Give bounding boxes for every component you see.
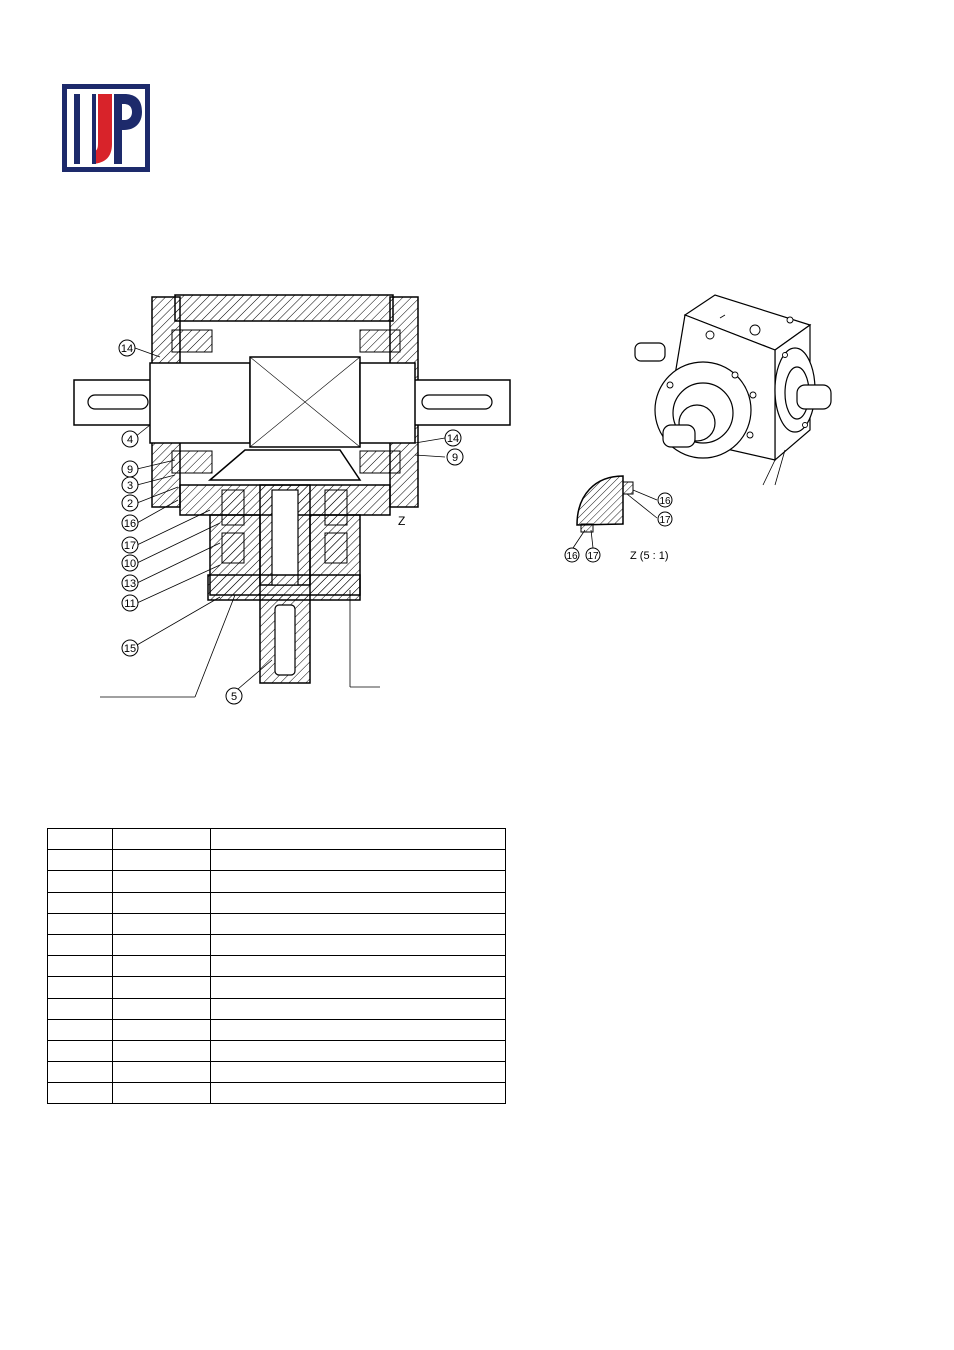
callout: 9 <box>121 460 139 478</box>
table-cell <box>210 1082 506 1105</box>
table-cell <box>47 849 113 872</box>
table-row <box>47 827 506 851</box>
table-cell <box>112 955 211 978</box>
table-cell <box>210 891 506 914</box>
table-cell <box>47 933 113 957</box>
table-cell <box>210 870 506 893</box>
table-cell <box>112 933 211 957</box>
table-row <box>47 997 506 1020</box>
callout: 17 <box>585 547 601 563</box>
table-cell <box>112 827 211 851</box>
company-logo <box>62 84 150 172</box>
svg-text:11: 11 <box>124 598 135 610</box>
svg-text:17: 17 <box>659 515 671 526</box>
svg-text:9: 9 <box>127 464 133 476</box>
svg-text:3: 3 <box>127 480 133 492</box>
table-cell <box>112 1039 211 1063</box>
callout: 3 <box>121 476 139 494</box>
table-cell <box>47 1061 113 1084</box>
gearbox-section-drawing: 14 4 9 3 2 16 17 10 13 11 15 5 14 9 Z <box>73 294 511 705</box>
callout: 16 <box>121 514 139 532</box>
table-row <box>47 1039 506 1063</box>
table-cell <box>210 997 506 1020</box>
svg-text:16: 16 <box>659 496 671 507</box>
table-cell <box>112 912 211 935</box>
table-cell <box>210 955 506 978</box>
callout: 16 <box>564 547 580 563</box>
callout: 10 <box>121 554 139 572</box>
callout: 9 <box>446 448 464 466</box>
table-cell <box>210 1061 506 1084</box>
callout: 14 <box>118 339 136 357</box>
svg-text:13: 13 <box>124 578 136 590</box>
table-cell <box>112 1018 211 1041</box>
table-cell <box>210 849 506 872</box>
table-row <box>47 870 506 893</box>
svg-text:16: 16 <box>566 551 578 562</box>
table-cell <box>112 1061 211 1084</box>
table-row <box>47 955 506 978</box>
svg-text:16: 16 <box>124 518 136 530</box>
svg-text:10: 10 <box>124 558 136 570</box>
table-row <box>47 1018 506 1041</box>
svg-text:15: 15 <box>124 643 136 655</box>
callout: 14 <box>444 429 462 447</box>
z-marker: Z <box>398 514 405 528</box>
parts-table <box>47 827 506 1105</box>
table-row <box>47 912 506 935</box>
callout: 5 <box>225 687 243 705</box>
table-cell <box>210 976 506 999</box>
svg-text:17: 17 <box>124 540 136 552</box>
table-cell <box>112 976 211 999</box>
table-cell <box>112 870 211 893</box>
svg-text:17: 17 <box>587 551 599 562</box>
table-cell <box>210 1039 506 1063</box>
table-cell <box>210 1018 506 1041</box>
table-cell <box>112 997 211 1020</box>
callout: 17 <box>657 511 673 527</box>
svg-text:5: 5 <box>231 691 237 703</box>
table-row <box>47 933 506 957</box>
table-cell <box>210 933 506 957</box>
detail-z-drawing: 16 17 16 17 Z (5 : 1) <box>564 475 673 563</box>
table-cell <box>112 1082 211 1105</box>
table-cell <box>47 870 113 893</box>
callout: 11 <box>121 594 139 612</box>
table-cell <box>47 827 113 851</box>
table-cell <box>47 1018 113 1041</box>
svg-text:14: 14 <box>121 343 133 355</box>
svg-text:14: 14 <box>447 433 459 445</box>
table-cell <box>112 849 211 872</box>
table-row <box>47 849 506 872</box>
table-row <box>47 976 506 999</box>
detail-caption: Z (5 : 1) <box>630 550 669 562</box>
callout: 16 <box>657 492 673 508</box>
svg-text:4: 4 <box>127 434 133 446</box>
table-cell <box>47 891 113 914</box>
callout: 4 <box>121 430 139 448</box>
callout: 2 <box>121 494 139 512</box>
gearbox-isometric-drawing <box>634 294 832 486</box>
table-row <box>47 891 506 914</box>
table-cell <box>47 912 113 935</box>
svg-text:2: 2 <box>127 498 133 510</box>
table-cell <box>47 997 113 1020</box>
svg-text:9: 9 <box>452 452 458 464</box>
table-cell <box>47 976 113 999</box>
callout: 15 <box>121 639 139 657</box>
table-cell <box>112 891 211 914</box>
table-row <box>47 1061 506 1084</box>
callout: 13 <box>121 574 139 592</box>
table-cell <box>47 955 113 978</box>
table-cell <box>47 1039 113 1063</box>
table-cell <box>210 827 506 851</box>
callout: 17 <box>121 536 139 554</box>
table-cell <box>210 912 506 935</box>
table-row <box>47 1082 506 1105</box>
table-cell <box>47 1082 113 1105</box>
